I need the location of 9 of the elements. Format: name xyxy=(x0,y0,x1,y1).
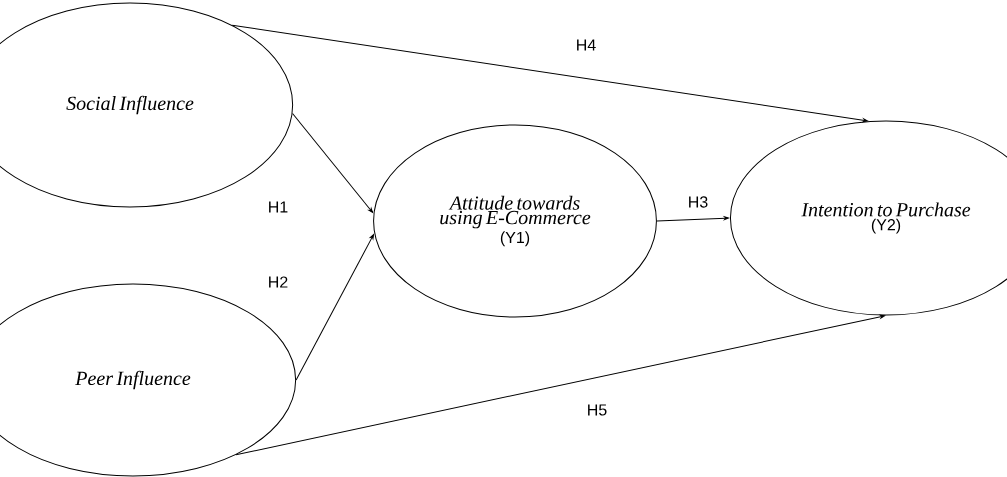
arrow xyxy=(656,216,729,222)
ellipse-node: Attitude towards using E-Commerce (Y1) xyxy=(373,124,657,318)
arrow xyxy=(235,314,886,456)
arrow xyxy=(295,234,375,381)
edge-label: H4 xyxy=(574,38,598,52)
arrow xyxy=(231,24,868,123)
edge-label: H5 xyxy=(585,403,609,417)
edge-label: H3 xyxy=(686,195,710,209)
arrow xyxy=(292,113,374,213)
